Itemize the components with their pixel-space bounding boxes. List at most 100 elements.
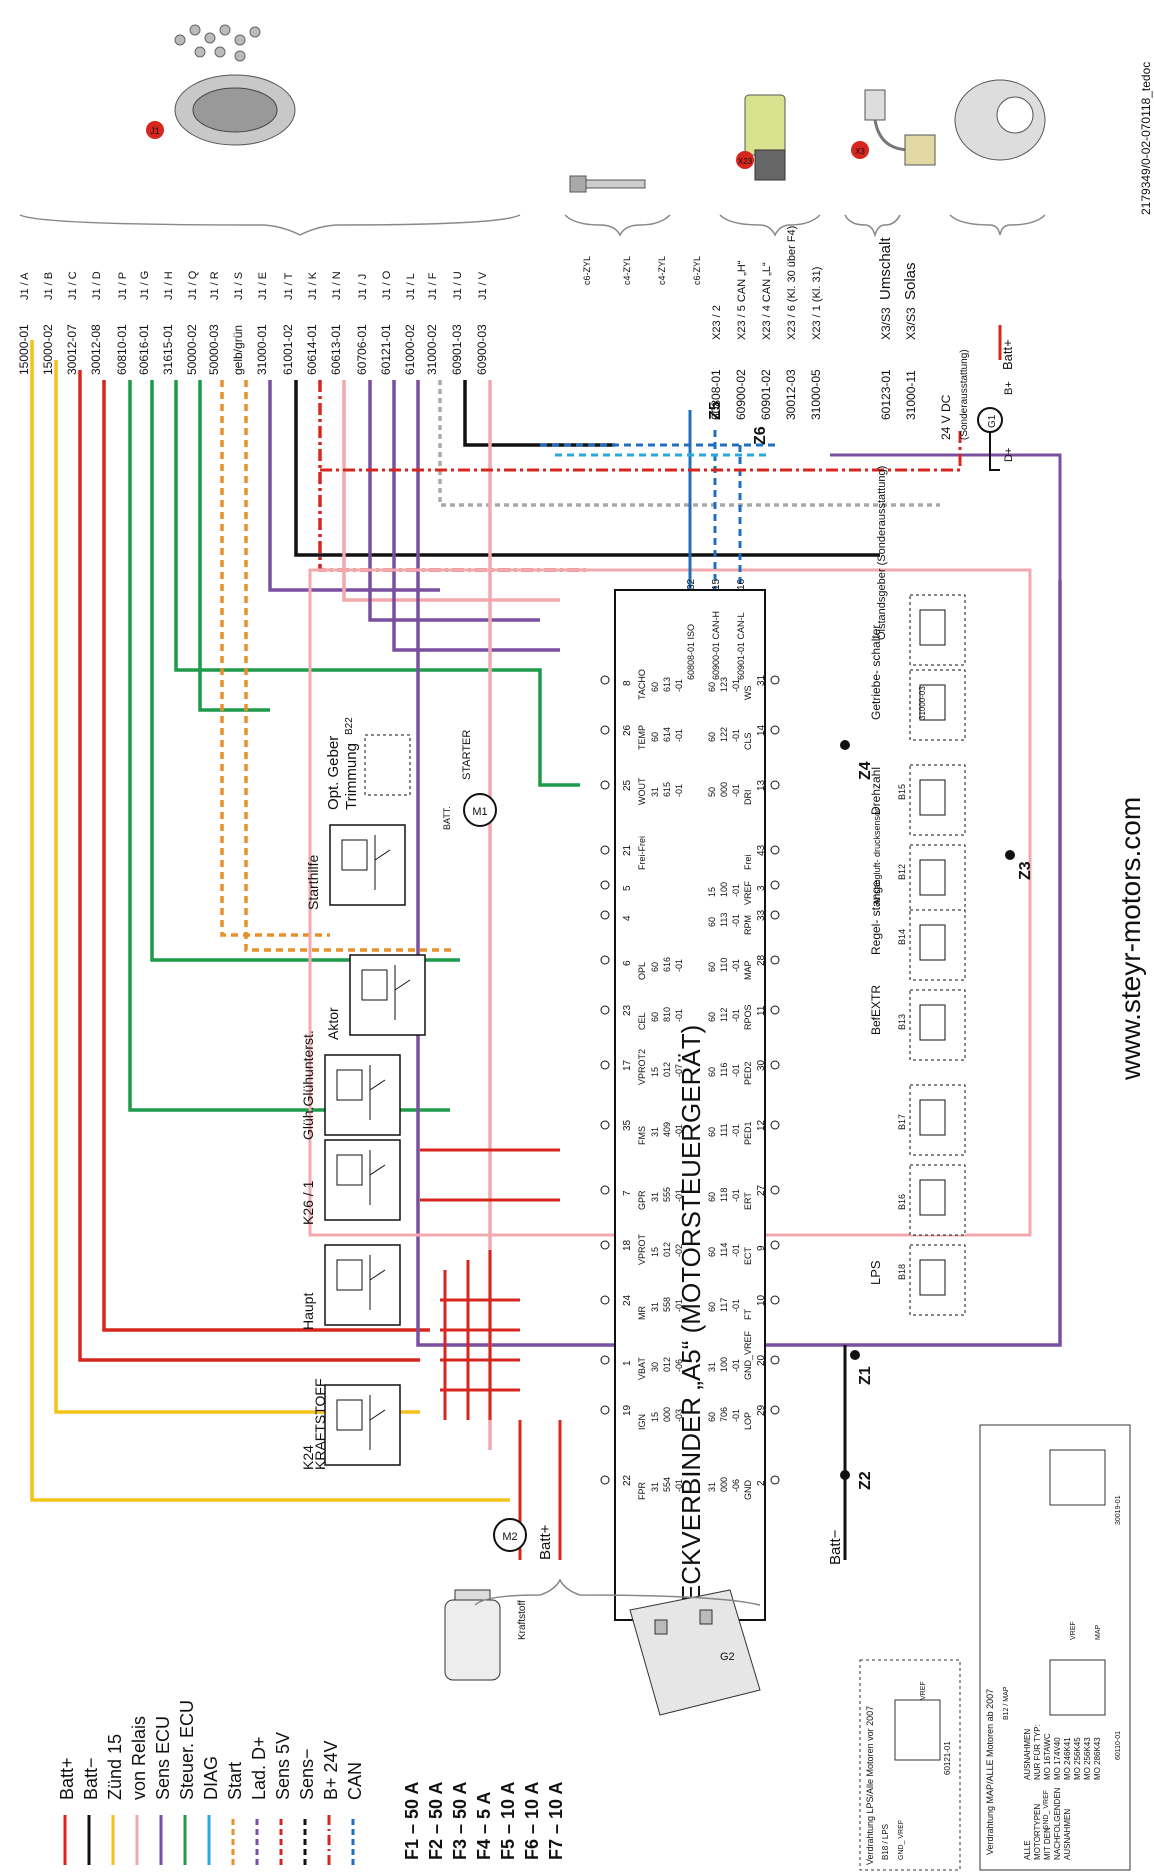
wire-code: 60901-03 [450, 324, 464, 375]
can-pin-number: 15 [711, 578, 722, 590]
opt-geber-box [364, 734, 411, 796]
ecu-pin-c: -01 [674, 1124, 684, 1137]
legend-label: Sens ECU [153, 1716, 173, 1800]
ecu-pin-c: -01 [731, 884, 741, 897]
exception-left: MIT DEN [1043, 1827, 1052, 1860]
ecu-pin-signal: CLS [743, 732, 753, 750]
fuse-item: F1 – 50 A [402, 1782, 422, 1860]
starter-m1: M1 [472, 806, 487, 818]
ecu-pin-number: 14 [756, 724, 767, 736]
connector-pin: J1 / V [477, 271, 489, 300]
ecu-pin-c: -01 [731, 1009, 741, 1022]
ecu-pin-a: 15 [650, 1412, 660, 1422]
ecu-pin-number: 11 [756, 1005, 767, 1016]
ecu-pin-dot [600, 780, 610, 790]
ecu-pin-number: 13 [756, 779, 767, 791]
ecu-pin-number: 33 [756, 909, 767, 921]
switch-code: 60123-01 [879, 369, 893, 420]
connector-pin: J1 / Q [187, 270, 199, 300]
ecu-pin-b: 615 [662, 782, 672, 797]
ecu-pin-c: -01 [731, 914, 741, 927]
connector-pin: J1 / F [427, 272, 439, 300]
ecu-pin-number: 20 [756, 1354, 767, 1366]
cylinder-label: c6-ZYL [582, 256, 592, 285]
legend-label: Sens 5V [273, 1732, 293, 1800]
exception-right: MO 286K43 [1093, 1737, 1102, 1780]
ecu-pin-dot [770, 955, 780, 965]
ecu-pin-signal: FT [743, 1309, 753, 1320]
ecu-pin-b: 614 [662, 727, 672, 742]
ecu-pin-signal: GPR [637, 1190, 647, 1210]
ecu-pin-c: -01 [731, 1359, 741, 1372]
ecu-pin-dot [600, 1120, 610, 1130]
x23-pin: X23 / 2 [711, 305, 723, 340]
exception-right: MO 174V40 [1053, 1737, 1062, 1780]
alt-voltage: 24 V DC [939, 394, 953, 440]
sensor-box [909, 1244, 966, 1316]
wire-code: 60616-01 [137, 324, 151, 375]
ecu-pin-b: 112 [719, 1008, 729, 1022]
ecu-pin-b: 110 [719, 958, 729, 972]
ecu-pin-number: 27 [756, 1184, 767, 1196]
ecu-pin-dot [770, 725, 780, 735]
battery-icon [629, 1589, 761, 1716]
ecu-pin-signal: RPOS [743, 1004, 753, 1030]
ecu-pin-c: -01 [674, 1299, 684, 1312]
ecu-pin-b: 012 [662, 1242, 672, 1257]
relay-label: K24 [300, 1445, 316, 1470]
connector-pin: J1 / R [209, 271, 221, 300]
b17-label: B17 [897, 1114, 907, 1130]
ecu-pin-dot [770, 675, 780, 685]
ecu-pin-signal: DRI [743, 790, 753, 806]
ecu-pin-signal: FPR [637, 1481, 647, 1500]
ecu-pin-b: 706 [719, 1407, 729, 1422]
ecu-pin-c: -01 [731, 679, 741, 692]
wire-code: gelb/grün [231, 325, 245, 375]
zone-labels: Z1 Z2 Z3 Z4 Z5 Z6 [707, 401, 1034, 1490]
ecu-pin-signal: WS [743, 686, 753, 701]
ecu-pin-number: 23 [622, 1004, 633, 1016]
legend-item: Start [225, 1762, 245, 1865]
befextr-label: BefEXTR [869, 985, 883, 1035]
ecu-pin-a: 31 [650, 787, 660, 797]
legend-label: Steuer. ECU [177, 1700, 197, 1800]
wire-code: 15000-02 [41, 324, 55, 375]
ecu-pin-dot [770, 1185, 780, 1195]
wire-code: 61000-02 [403, 324, 417, 375]
cylinder-label: c4-ZYL [657, 256, 667, 285]
lps-code: 60121-01 [943, 1741, 952, 1775]
x23-pin: X23 / 6 (Kl. 30 über F4) [786, 226, 798, 340]
ecu-pin-a: 31 [707, 1362, 717, 1372]
ecu-pin-signal: FMS [637, 1126, 647, 1145]
ecu-pin-c: -01 [731, 784, 741, 797]
relay-label: Glüh.Glühunterst. [300, 1030, 316, 1140]
ecu-pin-number: 10 [756, 1294, 767, 1306]
ansaug-label: Ansaugluft- drucksensor [872, 808, 882, 905]
legend-item: Lad. D+ [249, 1736, 269, 1865]
ecu-pin-number: 12 [756, 1119, 767, 1131]
connector-pin: J1 / D [91, 271, 103, 300]
ecu-pin-number: 5 [622, 885, 633, 891]
ecu-title: STECKVERBINDER „A5“ (MOTORSTEUERGERÄT) [676, 1025, 706, 1636]
wire-code: 61001-02 [281, 324, 295, 375]
ecu-pin-number: 8 [622, 680, 633, 686]
map-b12: B12 / MAP [1003, 1686, 1010, 1720]
alternator-circuit: 24 V DC (Sonderausstattung) G1 D+ B+ Bat… [939, 325, 1015, 471]
ecu-pin-signal: LOP [743, 1412, 753, 1430]
cylinder-label: c4-ZYL [622, 256, 632, 285]
ecu-pin-dot [600, 1355, 610, 1365]
ecu-pin-b: 000 [719, 1477, 729, 1492]
map-code-a: 60110-01 [1115, 1731, 1122, 1760]
starter-label: STARTER [461, 730, 473, 780]
ecu-pin-b: 012 [662, 1357, 672, 1372]
connector-pin: J1 / U [452, 271, 464, 300]
wire-code: 60706-01 [355, 324, 369, 375]
zone-z5: Z5 [707, 401, 724, 420]
j1-connector-icon: J1 [146, 24, 296, 146]
relay-k28: Starthilfe [305, 824, 406, 910]
legend-item: DIAG [201, 1756, 221, 1865]
exception-right: NUR FÜR TYP: [1033, 1724, 1042, 1780]
